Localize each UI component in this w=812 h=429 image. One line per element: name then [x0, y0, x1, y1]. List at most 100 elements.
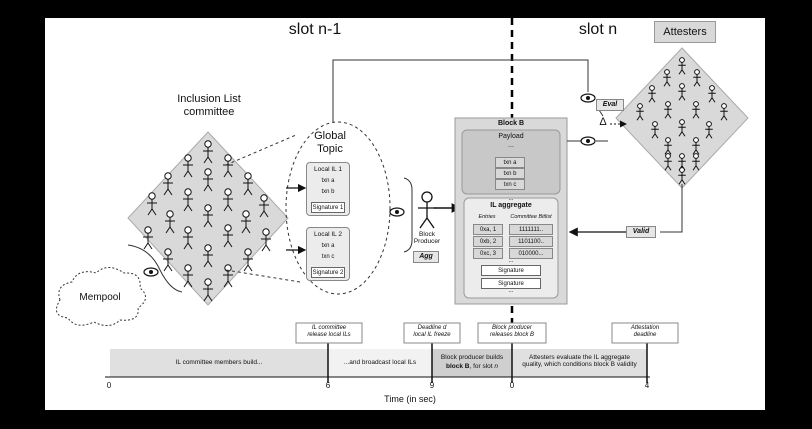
- phase-for-slot: , for slot: [469, 363, 495, 370]
- event-box: [295, 322, 363, 344]
- person-icon: [183, 226, 193, 250]
- payload-txn: txn a: [495, 157, 525, 168]
- person-icon: [261, 228, 271, 252]
- person-icon: [720, 103, 728, 121]
- attester-figures: [636, 57, 728, 185]
- phase-slot-n: n: [494, 363, 499, 370]
- local-il-2-title: Local IL 2: [314, 231, 342, 238]
- local-il-1-title: Local IL 1: [314, 166, 342, 173]
- payload-txn: txn c: [495, 179, 525, 190]
- il-aggregate-title: IL aggregate: [490, 202, 532, 209]
- person-icon: [664, 153, 672, 171]
- payload-txn: txn b: [495, 168, 525, 179]
- person-icon: [203, 140, 213, 164]
- person-icon: [693, 69, 701, 87]
- person-icon: [678, 57, 686, 75]
- eye-icon: [580, 136, 596, 146]
- person-icon: [183, 188, 193, 212]
- eval-label: Eval: [602, 101, 618, 108]
- person-icon: [692, 101, 700, 119]
- person-icon: [203, 204, 213, 228]
- attesters-label-box: Attesters: [654, 21, 716, 43]
- il1-txn: txn a: [312, 176, 344, 187]
- delta-label: Δ: [599, 116, 607, 128]
- person-icon: [664, 101, 672, 119]
- aggregate-entry: 0xa, 1: [473, 224, 503, 235]
- eval-box: Eval: [596, 99, 624, 111]
- il1-signature: Signature 1: [311, 202, 345, 213]
- tick-label: 4: [644, 381, 650, 390]
- timeline-phase-attest: [512, 349, 647, 377]
- aggregate-ellipsis-top: ...: [508, 196, 514, 202]
- local-il-2: Local IL 2 txn a txn c Signature 2: [306, 227, 350, 281]
- person-icon: [692, 137, 700, 155]
- phase-attest: Attesters evaluate the IL aggregate qual…: [522, 354, 637, 369]
- payload-title: Payload: [498, 133, 524, 140]
- timeline-phase-build: [110, 349, 328, 377]
- event-box: [611, 322, 679, 344]
- valid-label: Valid: [632, 228, 650, 235]
- tick-label: 9: [429, 381, 435, 390]
- local-il-1: Local IL 1 txn a txn b Signature 1: [306, 162, 350, 216]
- il2-txn: txn c: [312, 252, 344, 263]
- person-icon: [163, 172, 173, 196]
- person-icon: [664, 137, 672, 155]
- person-icon: [663, 69, 671, 87]
- block-b-title: Block B: [497, 120, 525, 127]
- mempool-cloud: [55, 267, 146, 326]
- dashed-link-bottom: [225, 269, 301, 283]
- eye-icon: [143, 267, 159, 277]
- valid-line: [660, 184, 683, 233]
- attesters-label: Attesters: [663, 26, 707, 38]
- eye-icon: [389, 207, 405, 217]
- person-icon: [183, 154, 193, 178]
- person-icon: [636, 103, 644, 121]
- phase-producer-line1: Block producer builds: [440, 354, 504, 361]
- il1-txn: txn b: [312, 187, 344, 198]
- person-icon: [203, 168, 213, 192]
- person-icon: [183, 264, 193, 288]
- person-icon: [165, 210, 175, 234]
- payload-ellipsis: ...: [508, 142, 514, 149]
- person-icon: [708, 85, 716, 103]
- global-topic-ellipse: [285, 121, 391, 295]
- person-icon: [648, 85, 656, 103]
- entries-header: Entries: [478, 214, 496, 220]
- person-icon: [147, 192, 157, 216]
- person-icon: [678, 83, 686, 101]
- agg-label: Agg: [419, 253, 433, 260]
- aggregate-bitlist: 1111111..: [509, 224, 553, 235]
- event-il-release: IL committee release local ILs: [307, 325, 351, 338]
- producer-bracket: [403, 177, 413, 253]
- il2-txn: txn a: [312, 241, 344, 252]
- event-attestation-deadline: Attestation deadline: [630, 325, 660, 338]
- aggregate-signature: Signature: [481, 265, 541, 276]
- event-il-freeze: Deadline d local IL freeze: [413, 325, 451, 338]
- person-icon: [203, 244, 213, 268]
- person-icon: [243, 172, 253, 196]
- timeline-phase-producer: [432, 349, 512, 377]
- block-producer-figure: [418, 191, 436, 229]
- committee-bracket: [127, 244, 183, 293]
- eye-icon: [580, 93, 596, 103]
- event-block-release: Block producer releases block B: [489, 325, 535, 338]
- phase-producer-line2: block B, for slot n: [432, 363, 512, 370]
- aggregate-entry: 0xc, 3: [473, 248, 503, 259]
- slot-curr-label: slot n: [578, 21, 618, 38]
- aggregate-entry: 0xb, 2: [473, 236, 503, 247]
- mempool-label: Mempool: [79, 292, 121, 303]
- phase-block-b: block B: [445, 363, 470, 370]
- timeline-phase-broadcast: [328, 349, 432, 377]
- tick-label: 6: [325, 381, 331, 390]
- aggregate-ellipsis-bottom: ...: [508, 288, 514, 294]
- aggregate-ellipsis-mid: ...: [508, 258, 514, 264]
- person-icon: [143, 226, 153, 250]
- agg-box: Agg: [413, 251, 439, 263]
- time-axis-label: Time (in sec): [384, 394, 436, 404]
- person-icon: [163, 248, 173, 272]
- aggregate-signature: Signature: [481, 278, 541, 289]
- person-icon: [651, 121, 659, 139]
- person-icon: [678, 119, 686, 137]
- phase-broadcast: ...and broadcast local ILs: [343, 359, 417, 366]
